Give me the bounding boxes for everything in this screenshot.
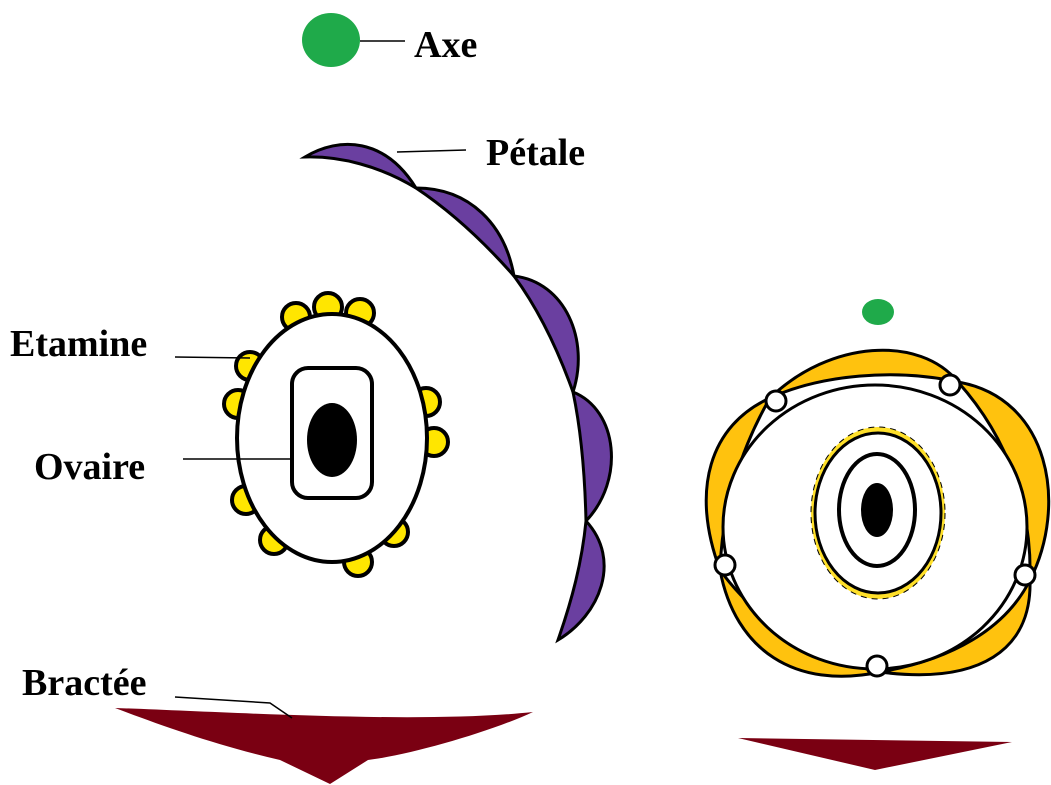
ovule-right (861, 483, 893, 537)
left-floral-diagram: Axe Pétale (10, 13, 611, 784)
axis-marker (302, 13, 360, 67)
petal-segment-5 (558, 521, 604, 640)
notch-2 (766, 391, 786, 411)
right-floral-diagram (706, 299, 1048, 770)
bract-left (115, 708, 533, 784)
petale-leader-line (397, 150, 466, 152)
etamine-leader-line (175, 357, 250, 358)
ovaire-label: Ovaire (34, 446, 145, 488)
petal-segment-4 (573, 392, 611, 521)
bractee-label: Bractée (22, 662, 146, 704)
notch-5 (867, 656, 887, 676)
notch-3 (715, 555, 735, 575)
axis-marker-right (862, 299, 894, 325)
petal-segment-3 (514, 276, 578, 392)
etamine-label: Etamine (10, 323, 147, 365)
ovule-left (307, 403, 357, 477)
notch-1 (940, 375, 960, 395)
petale-label: Pétale (486, 132, 585, 174)
petal-segment-2 (416, 188, 514, 276)
notch-4 (1015, 565, 1035, 585)
petal-segment-1 (305, 144, 416, 188)
bract-right (738, 738, 1012, 770)
axe-label: Axe (414, 24, 477, 66)
